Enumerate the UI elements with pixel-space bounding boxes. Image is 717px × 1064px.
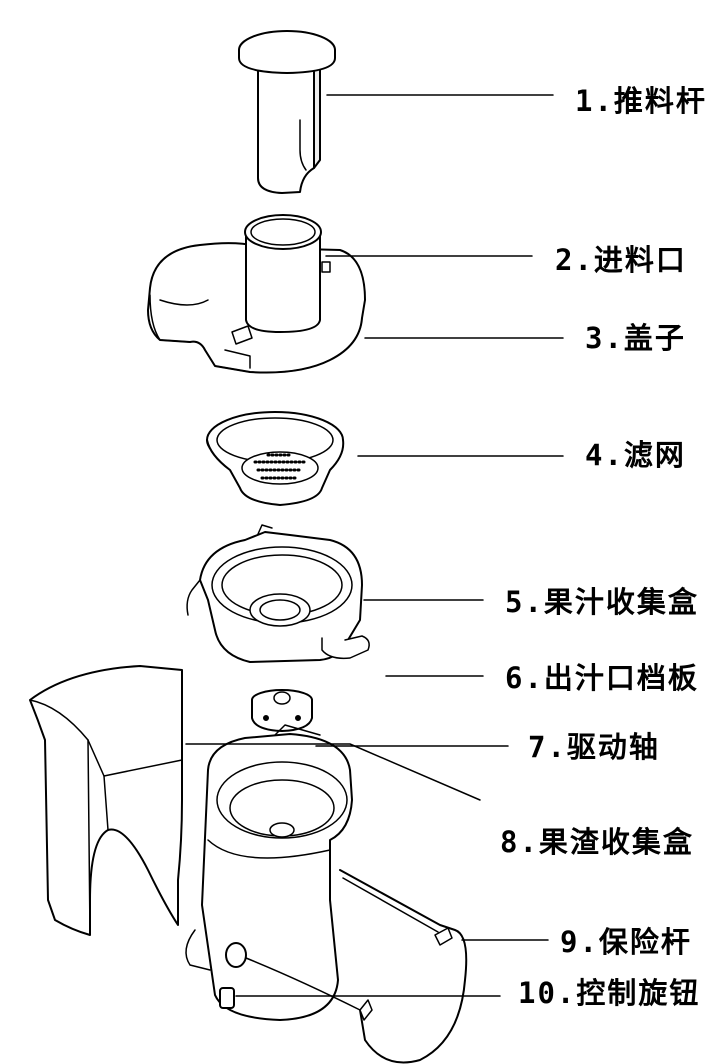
drive-shaft-part — [251, 689, 313, 732]
part-label-4: 4.滤网 — [585, 438, 686, 472]
part-label-10: 10.控制旋钮 — [518, 976, 701, 1010]
part-label-9: 9.保险杆 — [560, 925, 692, 959]
motor-base-part — [185, 724, 361, 1021]
filter-part — [206, 411, 345, 506]
part-label-2: 2.进料口 — [555, 243, 687, 277]
leader-lines — [185, 94, 564, 997]
part-label-1: 1.推料杆 — [575, 84, 707, 118]
pulp-collector-part — [29, 665, 183, 936]
juice-collector-part — [186, 524, 370, 663]
pusher-part — [238, 30, 336, 194]
leader-line-8 — [185, 743, 481, 801]
part-label-8: 8.果渣收集盒 — [500, 825, 694, 859]
part-label-6: 6.出汁口档板 — [505, 661, 699, 695]
safety-bar-part — [339, 869, 468, 1064]
part-label-5: 5.果汁收集盒 — [505, 585, 699, 619]
part-label-3: 3.盖子 — [585, 321, 686, 355]
lid-part — [147, 214, 366, 374]
part-label-7: 7.驱动轴 — [528, 730, 660, 764]
